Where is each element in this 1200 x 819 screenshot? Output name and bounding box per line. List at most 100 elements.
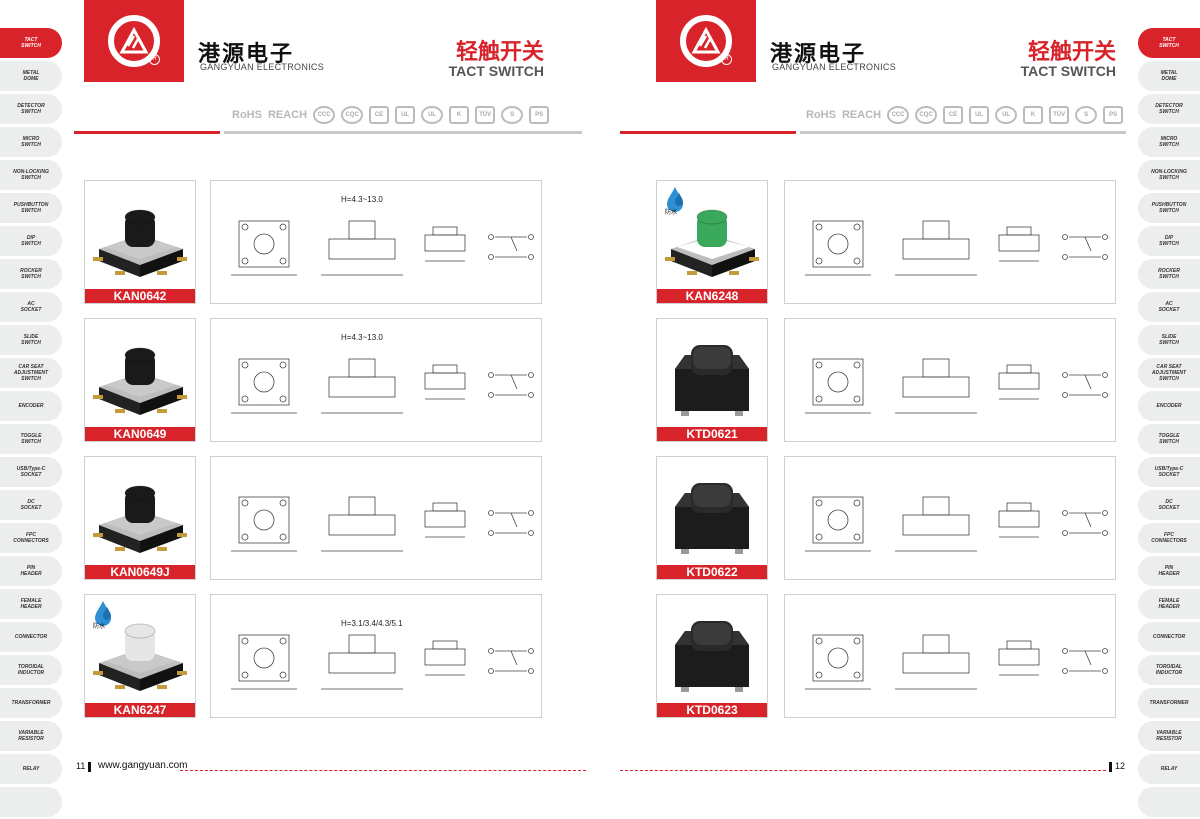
section-title-en: TACT SWITCH: [448, 63, 544, 79]
side-tab[interactable]: RELAY: [1138, 754, 1200, 784]
technical-drawing: H=3.1/3.4/4.3/5.1: [210, 594, 542, 718]
product-photo: [657, 325, 767, 430]
product-card[interactable]: KAN0649J: [84, 456, 196, 580]
side-tab[interactable]: RELAY: [0, 754, 62, 784]
product-card[interactable]: KTD0621: [656, 318, 768, 442]
ce-cert-icon: CE: [943, 106, 964, 124]
product-model-label: KAN6247: [85, 703, 195, 717]
product-photo: [85, 325, 195, 430]
product-card[interactable]: KTD0622: [656, 456, 768, 580]
product-card[interactable]: KAN0649: [84, 318, 196, 442]
side-tab[interactable]: TRANSFORMER: [0, 688, 62, 718]
side-tab[interactable]: CONNECTOR: [1138, 622, 1200, 652]
height-note: H=4.3~13.0: [341, 333, 383, 342]
product-photo: [657, 463, 767, 568]
waterproof-drop-icon: [667, 187, 683, 212]
side-tab[interactable]: CONNECTOR: [0, 622, 62, 652]
technical-drawing: [784, 594, 1116, 718]
side-tab[interactable]: TRANSFORMER: [1138, 688, 1200, 718]
website-link[interactable]: www.gangyuan.com: [98, 760, 188, 771]
product-model-label: KTD0621: [657, 427, 767, 441]
side-tab[interactable]: ENCODER: [1138, 391, 1200, 421]
product-card[interactable]: 防水 KAN6247: [84, 594, 196, 718]
technical-drawing: [784, 456, 1116, 580]
product-model-label: KAN0649: [85, 427, 195, 441]
brand-name-en: GANGYUAN ELECTRONICS: [200, 62, 325, 72]
cqc-cert-icon: CQC: [915, 106, 938, 124]
cqc-cert-icon: CQC: [341, 106, 364, 124]
brand-name-cn-right: 港源电子: [770, 42, 867, 67]
section-title-cn: 轻触开关: [455, 40, 544, 65]
pse-cert-icon: PS: [1103, 106, 1124, 124]
kc-cert-icon: K: [1023, 106, 1044, 124]
footer-bar: [88, 761, 92, 772]
section-title-en-right: TACT SWITCH: [1020, 63, 1116, 79]
page-number-right: 12: [1106, 761, 1125, 772]
product-photo: [657, 601, 767, 706]
header-rule-red-right: [620, 131, 796, 134]
ul-cert-icon: UL: [969, 106, 990, 124]
page-number-left: 11: [76, 761, 94, 772]
ul-listed-icon: UL: [421, 106, 444, 124]
waterproof-label: 防水: [93, 623, 106, 630]
logo-icon: R: [108, 15, 160, 67]
page-number-left-text: 11: [76, 761, 86, 771]
header-rule-red-left: [74, 131, 220, 134]
reach-mark: REACH: [267, 109, 308, 121]
technical-drawing: [784, 318, 1116, 442]
tuv-cert-icon: TÜV: [1049, 106, 1070, 124]
page-number-right-text: 12: [1115, 761, 1126, 771]
section-title-cn-right: 轻触开关: [1027, 40, 1116, 65]
reach-mark: REACH: [841, 109, 882, 121]
product-card[interactable]: KAN0642: [84, 180, 196, 304]
product-photo: [85, 463, 195, 568]
height-note: H=4.3~13.0: [341, 195, 383, 204]
product-card[interactable]: KTD0623: [656, 594, 768, 718]
side-tab[interactable]: ENCODER: [0, 391, 62, 421]
product-model-label: KAN0642: [85, 289, 195, 303]
rohs-mark: RoHS: [806, 109, 836, 121]
footer-bar: [1109, 761, 1112, 772]
technical-drawing: [210, 456, 542, 580]
